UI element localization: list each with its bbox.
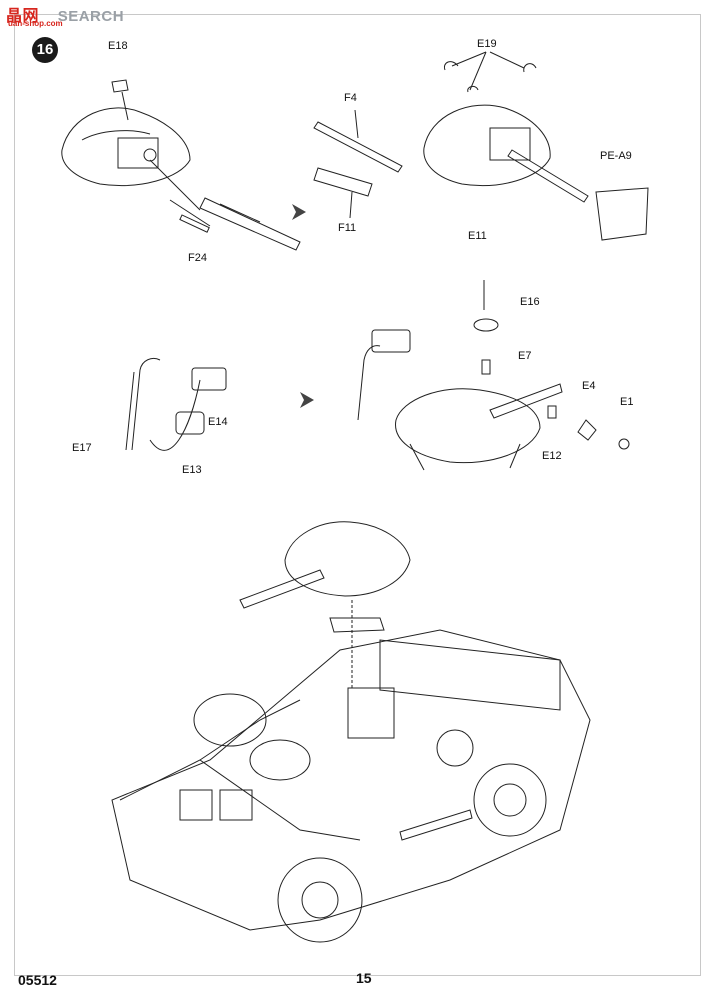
turret-center-drawing <box>357 280 630 471</box>
part-label-e7: E7 <box>518 350 532 362</box>
part-label-f4: F4 <box>344 92 357 104</box>
vehicle-hull-drawing <box>111 521 591 943</box>
watermark-logo: 晶网 SEARCH uan-shop.com <box>6 8 125 28</box>
turret-right-drawing <box>423 51 649 241</box>
part-label-e11: E11 <box>468 230 487 242</box>
part-label-e16: E16 <box>520 296 540 308</box>
part-label-f11: F11 <box>338 222 357 234</box>
step-number-badge: 16 <box>32 37 58 63</box>
page-frame <box>14 14 701 976</box>
part-label-e13: E13 <box>182 464 202 476</box>
catalog-number: 05512 <box>18 972 57 988</box>
part-label-e1: E1 <box>620 396 634 408</box>
part-label-pe-a9: PE-A9 <box>600 150 632 162</box>
part-label-e4: E4 <box>582 380 596 392</box>
part-label-f24: F24 <box>188 252 207 264</box>
flow-arrows <box>292 204 314 408</box>
part-label-e17: E17 <box>72 442 92 454</box>
part-label-e14: E14 <box>208 416 228 428</box>
turret-left-drawing <box>61 79 301 251</box>
part-label-e12: E12 <box>542 450 562 462</box>
mirror-parts-drawing <box>125 357 227 451</box>
part-label-e19: E19 <box>477 38 497 50</box>
page-number: 15 <box>356 970 372 986</box>
part-label-e18: E18 <box>108 40 128 52</box>
gun-barrel-f4-drawing <box>313 109 403 219</box>
